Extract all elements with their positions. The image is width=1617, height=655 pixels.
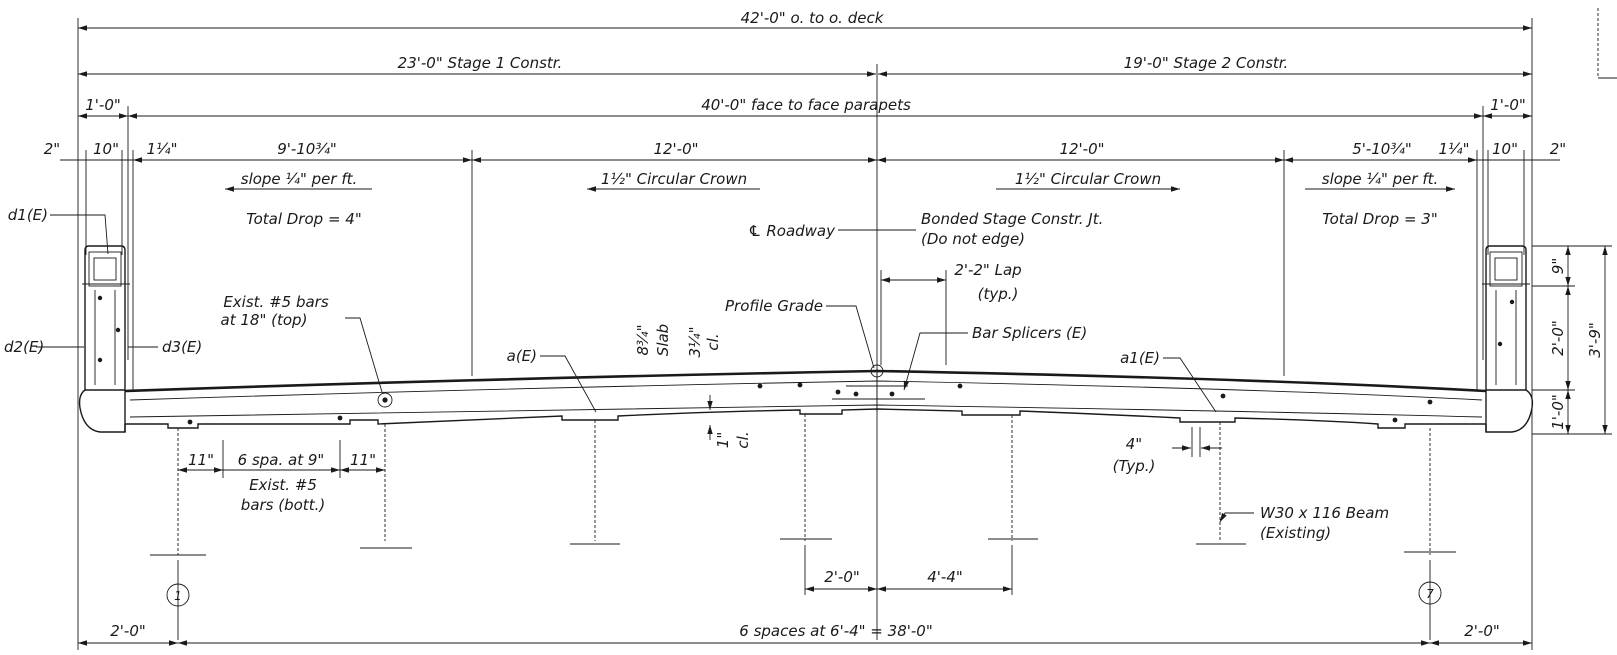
dim-two-in-left: 2" [44, 140, 60, 158]
dim-one-ft: 1'-0" [1549, 394, 1567, 430]
rebar-dots [97, 295, 1515, 425]
note-crown-left: 1½" Circular Crown [601, 170, 747, 188]
girders [177, 414, 1431, 555]
note-bar-d1: d1(E) [8, 206, 48, 224]
dim-center-left: 2'-0" [824, 568, 860, 586]
beam-line-7-label: 7 [1426, 587, 1434, 601]
note-bar-a: a(E) [507, 347, 537, 365]
dim-lane-right: 12'-0" [1059, 140, 1104, 158]
note-beam-1: W30 x 116 Beam [1260, 504, 1389, 522]
dim-nine-in: 9" [1549, 258, 1567, 274]
note-lap-2: (typ.) [978, 285, 1019, 303]
dim-typ: (Typ.) [1113, 457, 1156, 475]
callout-leaders [36, 214, 1254, 523]
dim-eleven-left: 11" [188, 451, 214, 469]
dim-edge-right: 1'-0" [1490, 96, 1526, 114]
dim-stage2: 19'-0" Stage 2 Constr. [1124, 54, 1289, 72]
left-parapet [82, 245, 130, 391]
dim-eleven-right: 11" [350, 451, 376, 469]
note-joint-2: (Do not edge) [921, 230, 1025, 248]
dim-qtr-right: 1¼" [1439, 140, 1470, 158]
note-bar-d2: d2(E) [4, 338, 44, 356]
dim-stage1: 23'-0" Stage 1 Constr. [398, 54, 563, 72]
note-joint-1: Bonded Stage Constr. Jt. [921, 210, 1103, 228]
dim-shoulder-left: 9'-10¾" [277, 140, 337, 158]
dim-four-in: 4" [1126, 435, 1142, 453]
note-bott-bars-2: bars (bott.) [241, 496, 325, 514]
bottom-dimensions [77, 420, 1533, 650]
note-top-bars-2: at 18" (top) [221, 311, 308, 329]
note-bott-bars-1: Exist. #5 [249, 476, 317, 494]
note-beam-2: (Existing) [1260, 524, 1331, 542]
dim-ten-in-left: 10" [93, 140, 119, 158]
beam-line-1: 1 [166, 560, 190, 640]
centerline-leaders [826, 229, 968, 391]
right-parapet [1482, 245, 1530, 391]
beam-line-7: 7 [1418, 560, 1442, 640]
dim-two-in-right: 2" [1550, 140, 1566, 158]
note-crown-right: 1½" Circular Crown [1015, 170, 1161, 188]
deck-slab [78, 364, 1534, 433]
dim-beam-spaces: 6 spaces at 6'-4" = 38'-0" [739, 622, 932, 640]
dim-two-ft: 2'-0" [1549, 320, 1567, 356]
dim-cover-bottom: 1" [714, 432, 732, 448]
note-bar-a1: a1(E) [1120, 349, 1160, 367]
dim-qtr-left: 1¼" [147, 140, 178, 158]
dim-three-nine: 3'-9" [1586, 322, 1604, 358]
dim-overall: 42'-0" o. to o. deck [741, 9, 885, 27]
dim-edge-left: 1'-0" [85, 96, 121, 114]
note-drop-right: Total Drop = 3" [1322, 210, 1437, 228]
dim-beam-edge-left: 2'-0" [110, 622, 146, 640]
dim-cl-top: cl. [704, 333, 722, 350]
note-lap-1: 2'-2" Lap [954, 261, 1021, 279]
dim-shoulder-right: 5'-10¾" [1352, 140, 1412, 158]
note-bar-d3: d3(E) [162, 338, 202, 356]
dim-lane-left: 12'-0" [653, 140, 698, 158]
note-roadway-cl: ℄ Roadway [748, 222, 836, 240]
top-dimensions [60, 25, 1560, 163]
note-slope-right: slope ¼" per ft. [1322, 170, 1439, 188]
extension-lines [77, 18, 1533, 640]
note-top-bars-1: Exist. #5 bars [223, 293, 329, 311]
dim-cl-bottom: cl. [734, 431, 752, 448]
note-drop-left: Total Drop = 4" [246, 210, 361, 228]
dim-cover-top: 3¼" [686, 327, 704, 358]
dim-bars-spacing: 6 spa. at 9" [238, 451, 325, 469]
top-bar-marker [377, 392, 393, 408]
dim-slab-depth: 8¾" [634, 325, 652, 356]
beam-line-1-label: 1 [174, 589, 182, 603]
dim-face-to-face: 40'-0" face to face parapets [701, 96, 911, 114]
note-slope-left: slope ¼" per ft. [241, 170, 358, 188]
note-profile-grade: Profile Grade [725, 297, 823, 315]
dim-ten-in-right: 10" [1492, 140, 1518, 158]
dim-slab-word: Slab [654, 324, 672, 356]
beam-flanges [150, 538, 1456, 556]
dim-center-right: 4'-4" [927, 568, 963, 586]
height-dimensions [1532, 8, 1617, 435]
dim-beam-edge-right: 2'-0" [1464, 622, 1500, 640]
note-splicers: Bar Splicers (E) [972, 324, 1087, 342]
